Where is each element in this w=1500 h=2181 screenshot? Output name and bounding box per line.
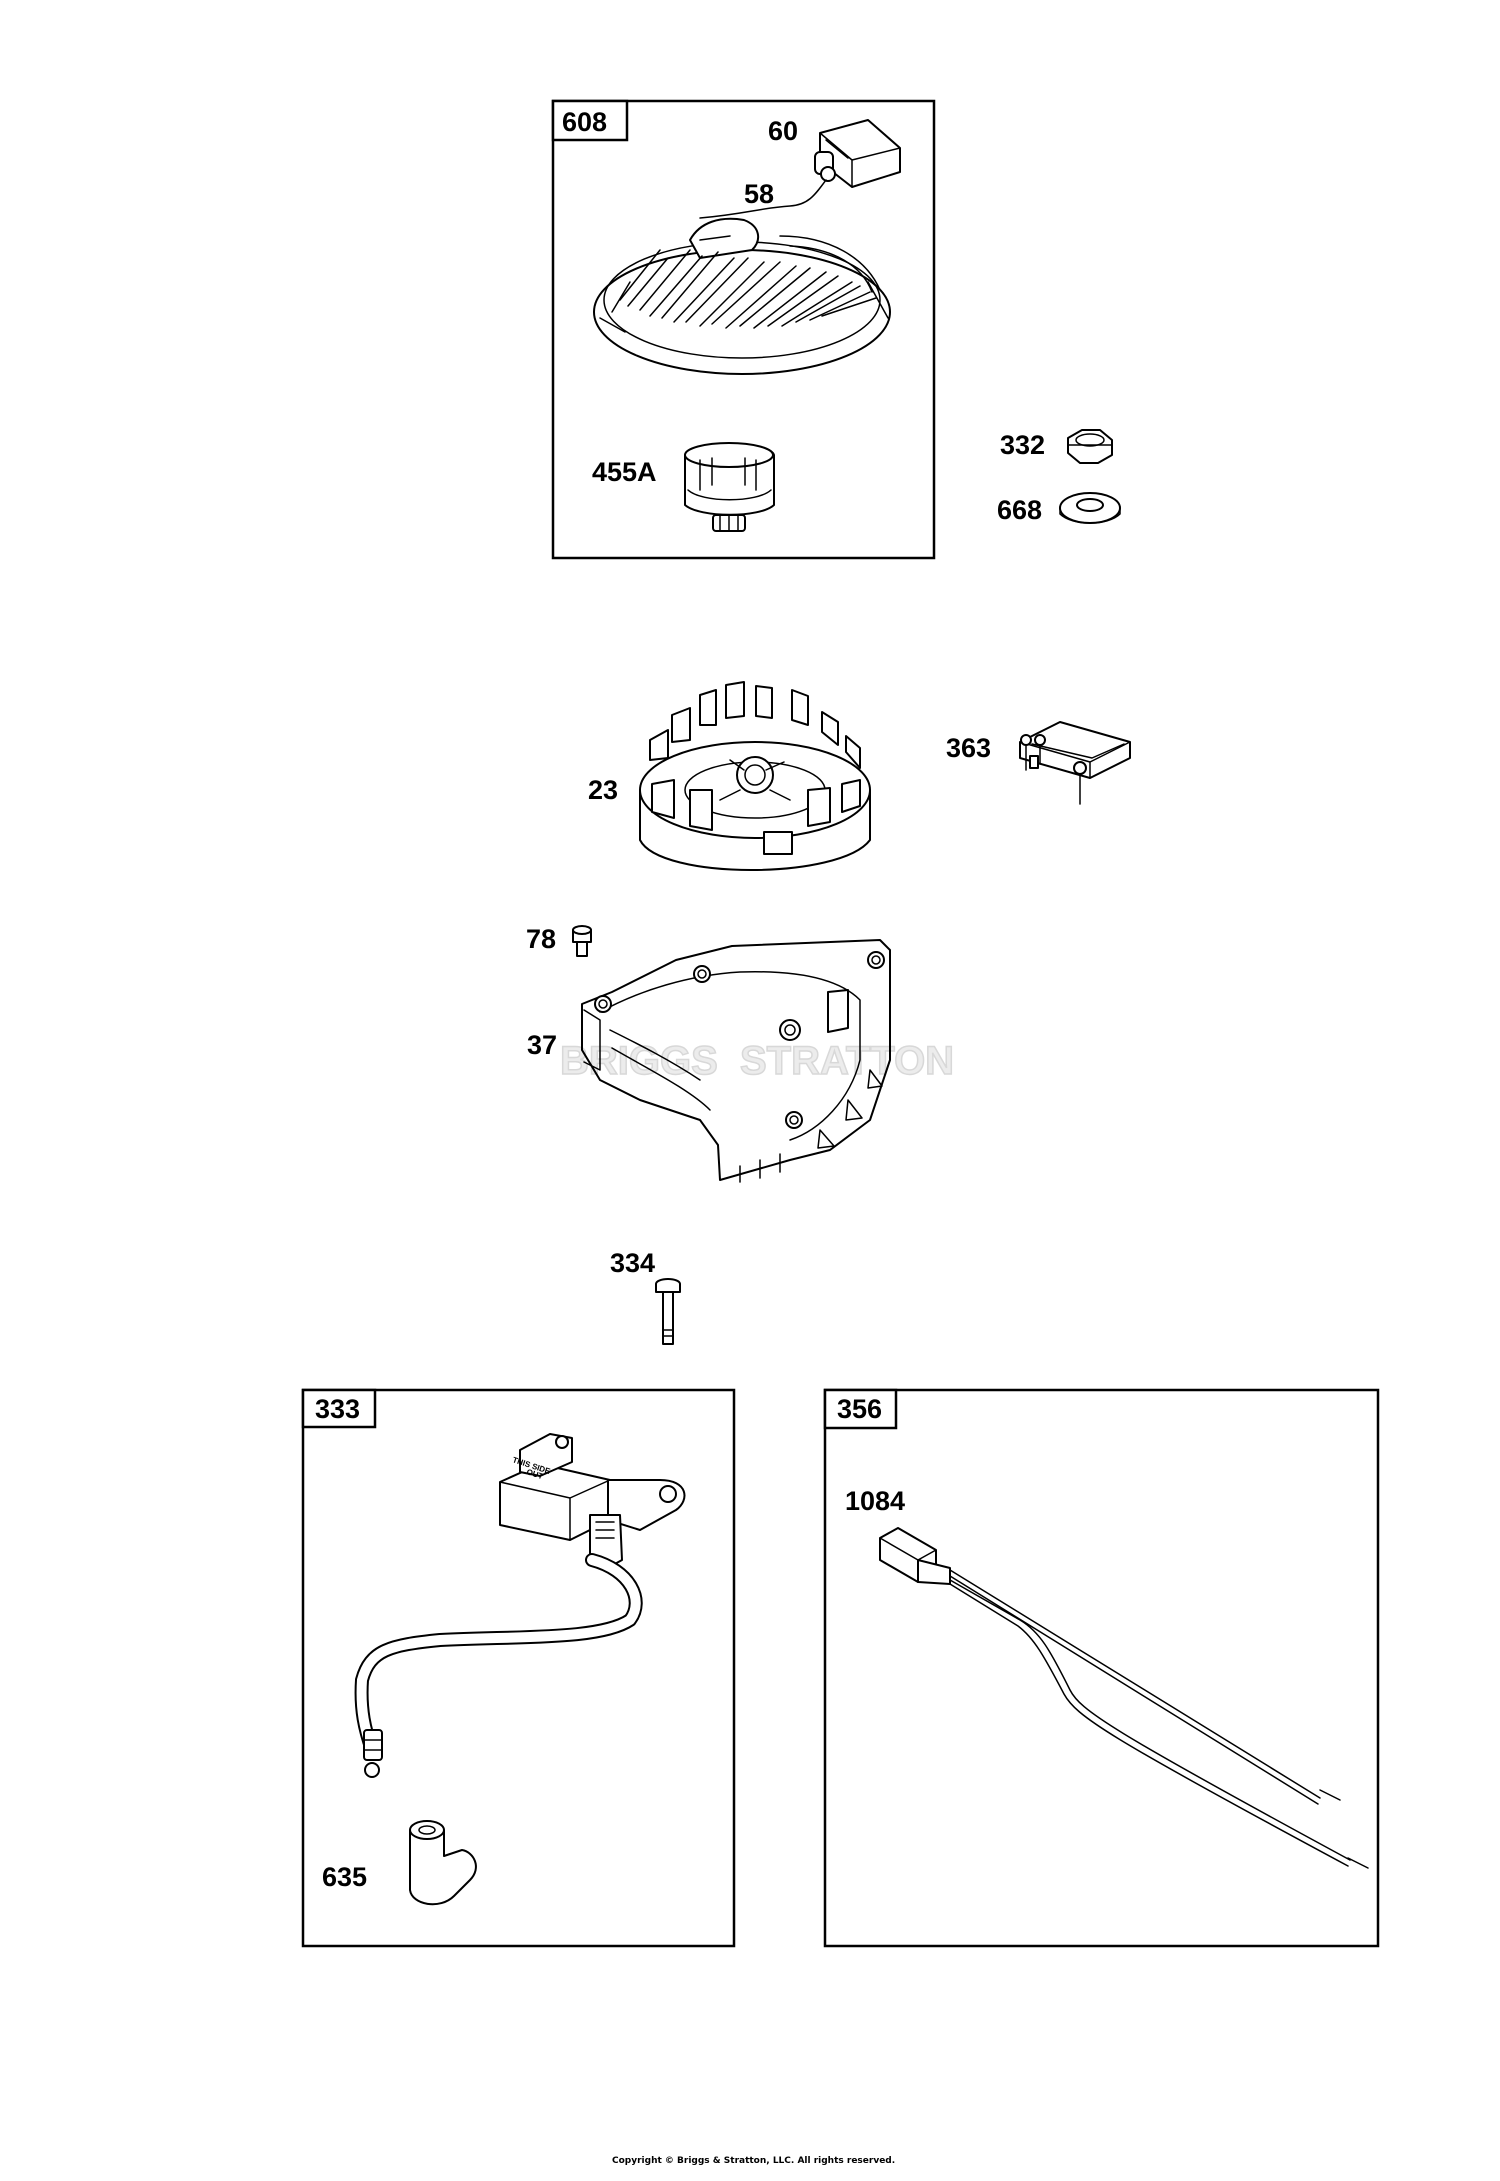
recoil-starter-box: 608 60 58: [551, 99, 936, 560]
label-brake-bracket: 363: [946, 733, 991, 763]
label-washer: 668: [997, 495, 1042, 525]
spark-plug-boot-icon: [409, 1820, 477, 1906]
wire-leads-icon: [949, 1569, 1369, 1869]
ignition-coil-icon: THIS SIDE OUT: [499, 1433, 686, 1571]
wire-harness-box: 356 1084: [823, 1388, 1380, 1948]
brake-bracket-icon: [1019, 721, 1131, 805]
label-flywheel: 23: [588, 775, 618, 805]
hex-nut-icon: [1067, 429, 1113, 464]
starter-rope-icon: [699, 179, 827, 219]
spark-plug-lead-icon: [354, 1553, 643, 1757]
washer-icon: [1059, 492, 1121, 524]
watermark-word-2: STRATTON: [740, 1039, 954, 1083]
label-rope: 58: [744, 179, 774, 209]
label-starter-cup: 455A: [592, 457, 657, 487]
flywheel-icon: [639, 681, 871, 871]
label-wire: 1084: [845, 1486, 905, 1516]
copyright-footer: Copyright © Briggs & Stratton, LLC. All …: [612, 2156, 895, 2166]
bolt-icon: [655, 1278, 681, 1345]
watermark-word-1: BRIGGS: [560, 1039, 718, 1083]
label-bolt: 334: [610, 1248, 655, 1278]
starter-handle-icon: [814, 119, 901, 188]
label-nut: 332: [1000, 430, 1045, 460]
box-number-608: 608: [562, 107, 607, 137]
box-number-356: 356: [837, 1394, 882, 1424]
starter-cup-icon: [684, 442, 775, 532]
blower-housing-icon: BRIGGS STRATTON: [559, 939, 955, 1183]
label-handle: 60: [768, 116, 798, 146]
terminal-clip-icon: [363, 1729, 383, 1778]
label-screw: 78: [526, 924, 556, 954]
box-number-333: 333: [315, 1394, 360, 1424]
screw-icon: [572, 925, 592, 957]
wire-connector-icon: [879, 1527, 951, 1585]
ignition-armature-box: 333 THIS SIDE OUT 635: [301, 1388, 736, 1948]
label-spark-plug-boot: 635: [322, 1862, 367, 1892]
starter-housing-icon: [593, 217, 891, 375]
label-housing: 37: [527, 1030, 557, 1060]
